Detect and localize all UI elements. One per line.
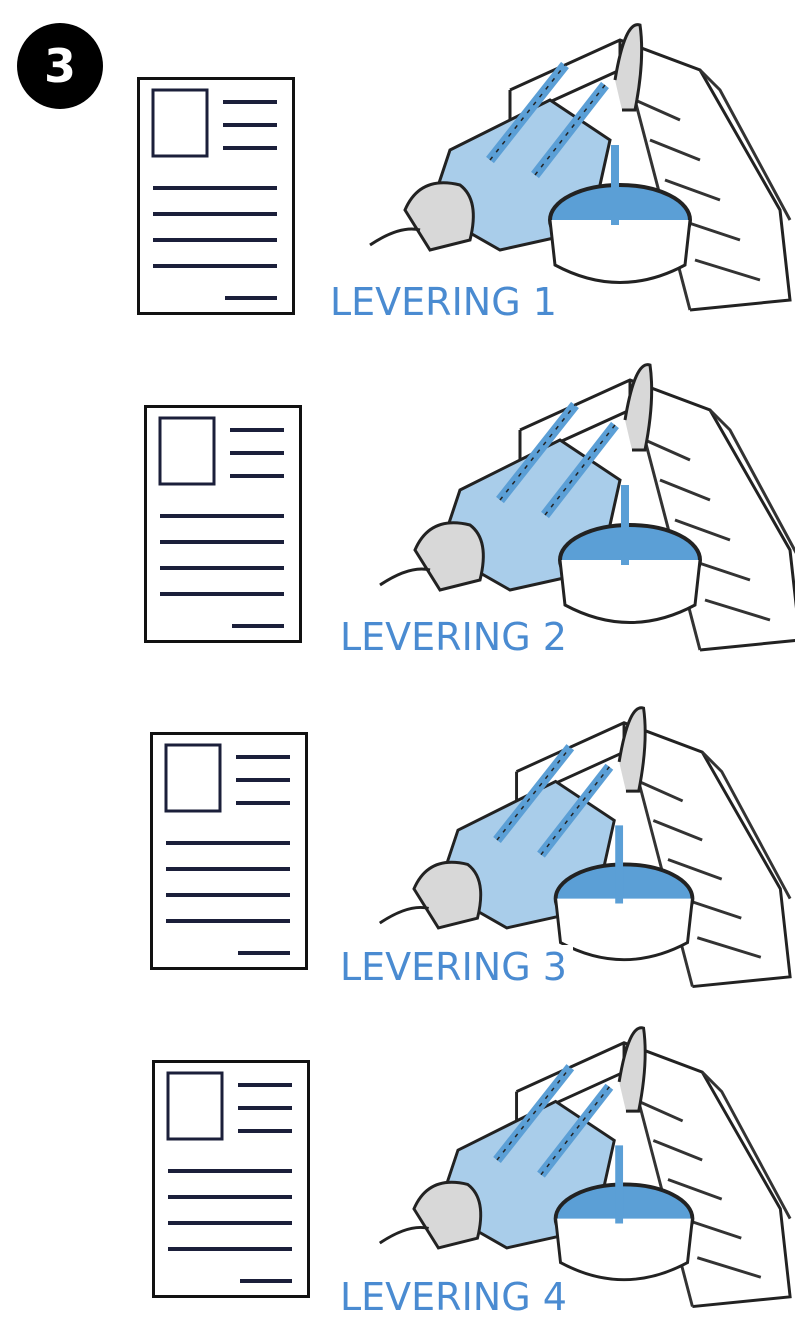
document-icon	[144, 405, 302, 643]
delivery-row-4: LEVERING 4	[0, 0, 795, 300]
delivery-label-4: LEVERING 4	[336, 1275, 573, 1319]
pool-illustration	[370, 340, 795, 660]
delivery-label-2: LEVERING 2	[336, 615, 573, 659]
pool-illustration	[370, 1000, 795, 1320]
delivery-label-3: LEVERING 3	[336, 945, 573, 989]
document-icon	[150, 732, 308, 970]
document-icon	[152, 1060, 310, 1298]
